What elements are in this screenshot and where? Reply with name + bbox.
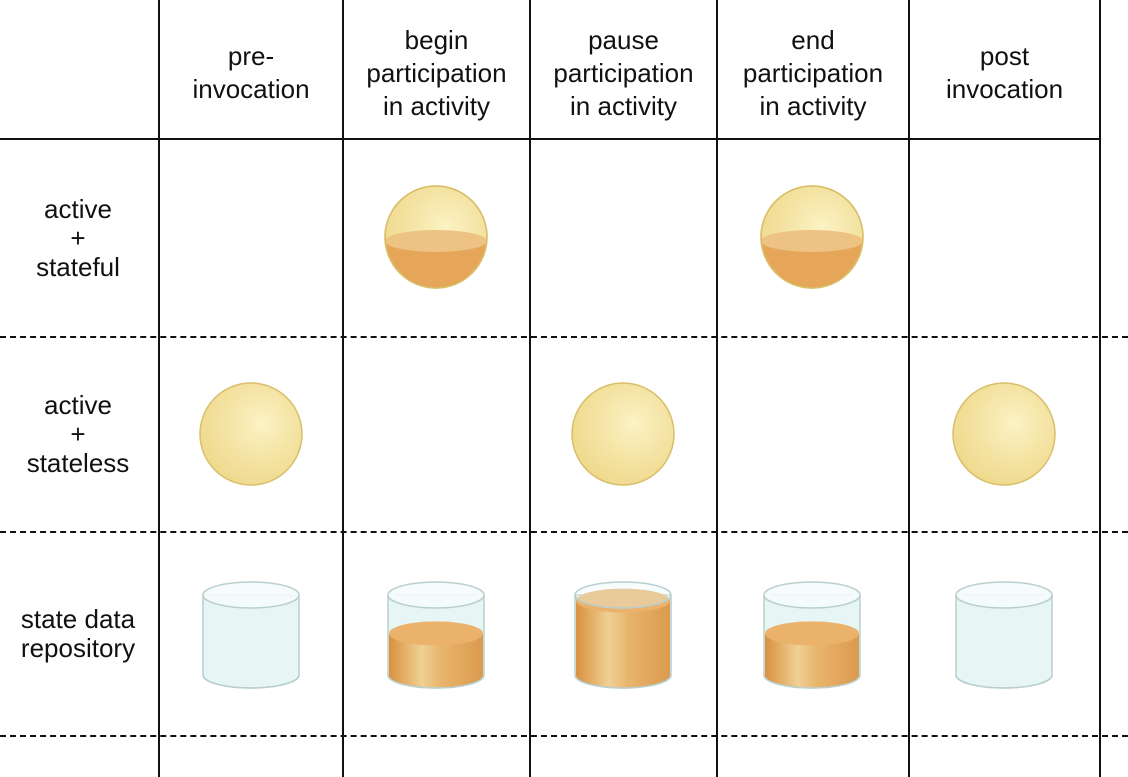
sphere-icon xyxy=(571,382,675,486)
cylinder-half-repository-begin xyxy=(386,579,486,693)
column-header-label: pre- invocation xyxy=(192,41,310,104)
sphere-body xyxy=(952,382,1056,486)
cylinder-full-repository-pause xyxy=(573,579,673,693)
row-label-text: active + stateless xyxy=(26,390,130,478)
cylinder-rim xyxy=(955,581,1053,609)
cylinder-empty-icon xyxy=(955,581,1053,689)
row-label-stateful: active + stateful xyxy=(0,140,156,336)
cylinder-liquid xyxy=(765,633,859,688)
sphere-icon xyxy=(199,382,303,486)
sphere-half-stateful-begin xyxy=(382,183,490,291)
sphere-body xyxy=(571,382,675,486)
cylinder-half-repository-end xyxy=(762,579,862,693)
sphere-liquid-surface xyxy=(385,230,487,252)
sphere-icon xyxy=(952,382,1056,486)
sphere-stateless-pre xyxy=(197,380,305,488)
column-header-label: post invocation xyxy=(945,41,1064,104)
cylinder-rim xyxy=(574,581,672,609)
sphere-half-icon xyxy=(384,185,488,289)
column-divider xyxy=(716,0,718,777)
row-label-text: state data repository xyxy=(20,604,136,663)
row-label-text: active + stateful xyxy=(36,193,120,282)
column-header-label: begin participation in activity xyxy=(366,24,507,121)
sphere-liquid-surface xyxy=(761,230,863,252)
column-header-post: post invocation xyxy=(910,14,1099,132)
cylinder-liquid-surface xyxy=(765,621,859,646)
sphere-half-icon xyxy=(760,185,864,289)
cylinder-empty-repository-post xyxy=(954,579,1054,693)
row-separator xyxy=(0,531,1128,533)
column-divider xyxy=(158,0,160,777)
cylinder-liquid-surface xyxy=(389,621,483,646)
cylinder-rim xyxy=(387,581,485,609)
cylinder-rim xyxy=(202,581,300,609)
column-header-label: end participation in activity xyxy=(742,24,884,121)
cylinder-half-icon xyxy=(387,581,485,689)
column-header-begin: begin participation in activity xyxy=(344,14,529,132)
cylinder-half-icon xyxy=(763,581,861,689)
header-separator xyxy=(0,138,1100,140)
cylinder-full-icon xyxy=(574,581,672,689)
sphere-half-stateful-end xyxy=(758,183,866,291)
cylinder-rim xyxy=(763,581,861,609)
cylinder-liquid xyxy=(389,633,483,688)
column-header-label: pause participation in activity xyxy=(553,24,694,121)
cylinder-liquid xyxy=(576,600,670,688)
column-divider xyxy=(1099,0,1101,777)
column-divider xyxy=(908,0,910,777)
column-divider xyxy=(342,0,344,777)
cylinder-glass xyxy=(955,594,1053,689)
sphere-body xyxy=(199,382,303,486)
cylinder-empty-icon xyxy=(202,581,300,689)
column-header-end: end participation in activity xyxy=(718,14,908,132)
row-separator xyxy=(0,336,1128,338)
cylinder-empty-repository-pre xyxy=(201,579,301,693)
sphere-stateless-pause xyxy=(569,380,677,488)
cylinder-glass xyxy=(202,594,300,689)
row-separator xyxy=(0,735,1128,737)
row-label-repository: state data repository xyxy=(0,533,156,735)
column-divider xyxy=(529,0,531,777)
row-label-stateless: active + stateless xyxy=(0,338,156,531)
column-header-pre: pre- invocation xyxy=(160,14,342,132)
column-header-pause: pause participation in activity xyxy=(531,14,716,132)
sphere-stateless-post xyxy=(950,380,1058,488)
